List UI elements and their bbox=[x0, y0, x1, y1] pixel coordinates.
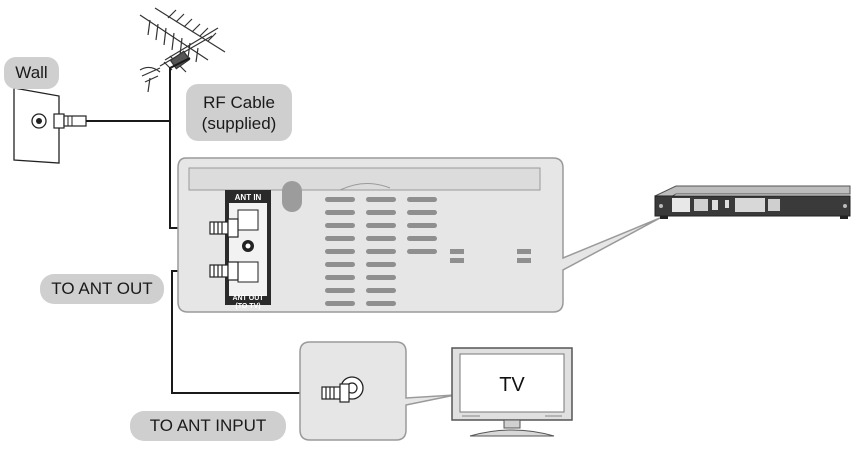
wall-label: Wall bbox=[4, 57, 59, 89]
to-ant-out-text: TO ANT OUT bbox=[51, 279, 153, 298]
ant-in-jack-icon bbox=[237, 209, 259, 231]
wall-plug-icon bbox=[63, 115, 87, 127]
tv-label: TV bbox=[499, 374, 525, 396]
ant-out-jack-icon bbox=[237, 261, 259, 283]
to-ant-input-label: TO ANT INPUT bbox=[130, 411, 286, 441]
antenna-icon bbox=[139, 7, 226, 93]
antenna-jack-block: ANT IN ANT OUT (TO TV) bbox=[225, 190, 271, 310]
to-ant-out-label: TO ANT OUT bbox=[40, 274, 164, 304]
rf-cable-label: RF Cable (supplied) bbox=[186, 84, 292, 141]
wall-label-text: Wall bbox=[15, 63, 48, 82]
ant-in-plug-icon bbox=[209, 218, 239, 238]
back-panel-zoom: ANT IN ANT OUT (TO TV) bbox=[177, 157, 661, 313]
rf-cable-label-line2: (supplied) bbox=[201, 113, 277, 133]
ant-out-label-line1: ANT OUT bbox=[232, 295, 264, 302]
tv-jack-zoom bbox=[299, 341, 456, 441]
tv-icon: TV bbox=[451, 347, 573, 437]
panel-knob bbox=[282, 181, 302, 212]
to-ant-input-text: TO ANT INPUT bbox=[149, 416, 267, 435]
rf-cable-label-line1: RF Cable bbox=[203, 92, 275, 112]
ant-out-plug-icon bbox=[209, 261, 239, 281]
ant-in-label: ANT IN bbox=[235, 193, 262, 202]
wall-outlet bbox=[13, 87, 87, 164]
tv-plug-icon bbox=[321, 383, 350, 403]
ant-out-label-line2: (TO TV) bbox=[235, 303, 260, 310]
vent-slots bbox=[325, 197, 531, 306]
dvd-recorder-icon bbox=[654, 185, 851, 219]
